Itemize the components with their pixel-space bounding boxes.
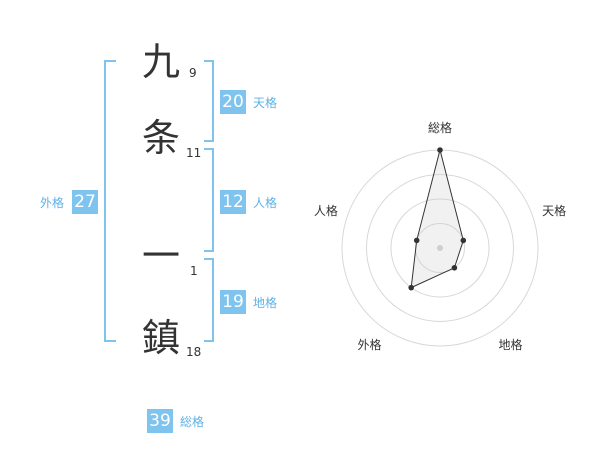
radar-grid-ring: [366, 174, 514, 322]
stroke-count-3: 1: [190, 264, 198, 278]
name-char-2: 条: [142, 116, 181, 160]
gaikaku-bracket: [104, 60, 116, 342]
soukaku-badge: 39: [147, 409, 173, 433]
radar-data-point: [408, 284, 414, 291]
name-char-4: 鎮: [142, 316, 181, 360]
jinkaku-badge: 12: [220, 190, 246, 214]
radar-axis-label: 天格: [542, 203, 566, 218]
tenkaku-label: 天格: [253, 96, 278, 110]
chikaku-badge: 19: [220, 290, 246, 314]
gaikaku-label: 外格: [40, 196, 65, 210]
radar-data-point: [413, 237, 420, 244]
tenkaku-badge: 20: [220, 90, 246, 114]
radar-data-point: [460, 237, 467, 244]
gaikaku-badge: 27: [72, 190, 98, 214]
radar-data-point: [451, 265, 458, 271]
stroke-count-4: 18: [186, 345, 202, 359]
radar-axis-label: 総格: [428, 120, 452, 135]
radar-center-point: [437, 245, 443, 251]
radar-series-area: [410, 149, 464, 289]
stroke-count-2: 11: [186, 146, 202, 160]
chikaku-label: 地格: [253, 296, 278, 310]
radar-axis-label: 地格: [499, 337, 523, 352]
chikaku-bracket: [204, 258, 214, 342]
stroke-count-1: 9: [189, 66, 197, 80]
jinkaku-label: 人格: [253, 196, 278, 210]
tenkaku-bracket: [204, 60, 214, 142]
radar-axis-label: 外格: [357, 337, 381, 352]
name-char-1: 九: [142, 40, 181, 84]
radar-axis-label: 人格: [314, 203, 338, 218]
radar-grid-ring: [390, 198, 490, 298]
radar-data-point: [437, 147, 443, 153]
jinkaku-bracket: [204, 148, 214, 252]
name-char-3: 一: [142, 234, 181, 278]
soukaku-label: 総格: [180, 415, 205, 429]
